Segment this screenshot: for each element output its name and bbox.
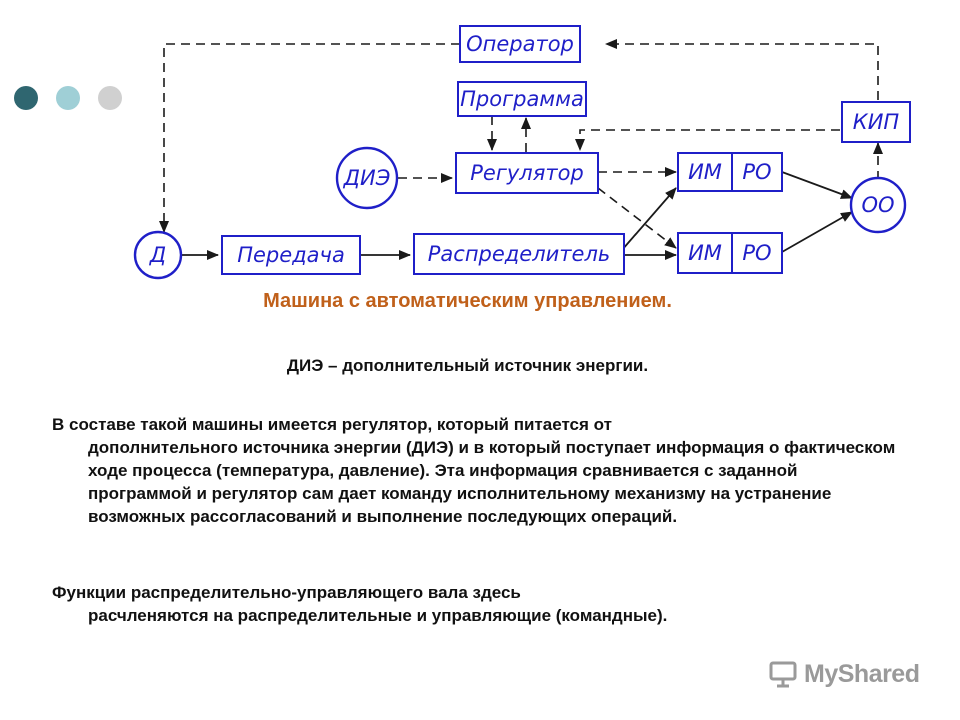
dot-dark [14,86,38,110]
block-regulator: Регулятор [455,152,599,194]
block-program: Программа [457,81,587,117]
label-im-top: ИМ [688,160,722,184]
block-im-ro-bottom: ИМ РО [677,232,783,274]
node-die: ДИЭ [335,146,399,210]
flow-distributor-to-im1 [621,187,677,251]
watermark: MyShared [768,656,920,692]
paragraph-camshaft: Функции распределительно-управляющего ва… [52,581,902,627]
link-regulator-to-im2 [597,187,677,249]
label-die: ДИЭ [343,166,391,190]
dot-light-teal [56,86,80,110]
paragraph-regulator-first-line: В составе такой машины имеется регулятор… [52,415,612,434]
label-oo: ОО [861,193,894,217]
label-d: Д [149,243,166,267]
label-ro-top: РО [742,160,771,184]
node-oo: ОО [849,176,907,234]
paragraph-regulator-rest: дополнительного источника энергии (ДИЭ) … [88,438,896,526]
paragraph-camshaft-rest: расчленяются на распределительные и упра… [88,606,668,625]
block-operator: Оператор [459,25,581,63]
slide-subtitle: ДИЭ – дополнительный источник энергии. [286,356,649,375]
watermark-text: MyShared [804,659,920,688]
node-d: Д [133,230,183,280]
paragraph-regulator: В составе такой машины имеется регулятор… [52,413,902,528]
label-transmission: Передача [237,243,345,267]
label-im-bottom: ИМ [688,241,722,265]
paragraph-camshaft-first-line: Функции распределительно-управляющего ва… [52,583,521,602]
link-kip-to-operator [605,39,879,100]
slide-title: Машина с автоматическим управлением. [263,290,672,312]
dot-grey [98,86,122,110]
link-operator-to-d [159,43,460,233]
label-ro-bottom: РО [742,241,771,265]
label-distributor: Распределитель [428,242,611,266]
presentation-board-icon [769,661,797,688]
flow-ro1-to-oo [781,171,853,199]
block-im-ro-top: ИМ РО [677,152,783,192]
label-kip: КИП [853,110,900,134]
flow-ro2-to-oo [781,211,853,253]
link-kip-to-regulator [575,129,840,151]
label-regulator: Регулятор [470,161,584,185]
block-transmission: Передача [221,235,361,275]
block-kip: КИП [841,101,911,143]
block-diagram: Оператор Программа КИП ДИЭ Регулятор ИМ … [133,25,911,280]
decorative-dots [14,86,124,114]
label-operator: Оператор [466,32,574,56]
block-distributor: Распределитель [413,233,625,275]
label-program: Программа [460,87,584,111]
